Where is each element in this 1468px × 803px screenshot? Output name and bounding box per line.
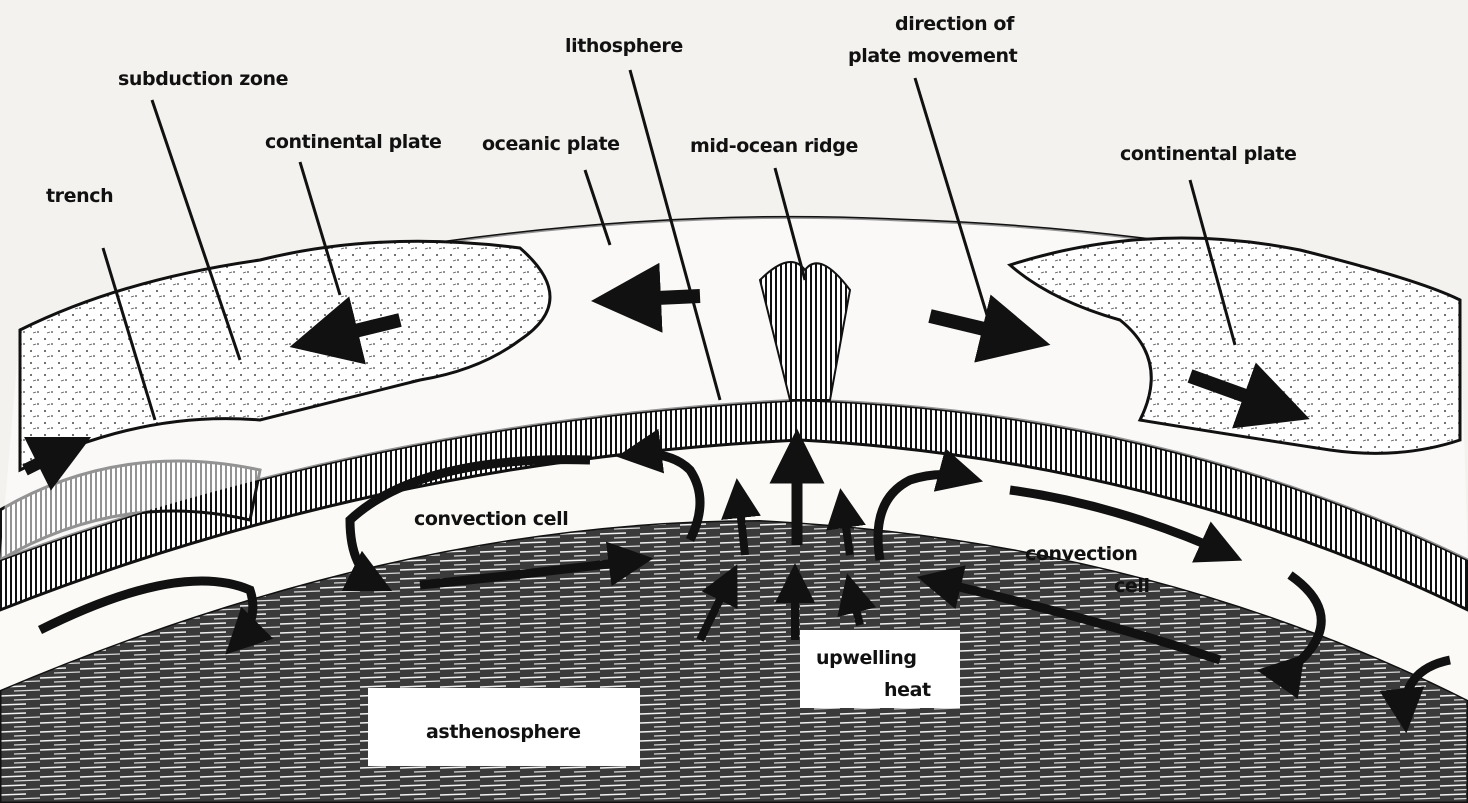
label-convection-cell-left: convection cell <box>414 508 568 530</box>
label-asthenosphere: asthenosphere <box>426 721 581 743</box>
upwelling-label-box <box>800 630 960 708</box>
label-direction-line2: plate movement <box>848 45 1018 67</box>
label-direction-line1: direction of <box>895 13 1015 35</box>
label-continental-plate-left: continental plate <box>265 131 442 153</box>
label-upwelling-line2: heat <box>884 679 931 701</box>
plate-arrow-oceanic-left <box>612 296 700 300</box>
label-oceanic-plate: oceanic plate <box>482 133 620 155</box>
label-mid-ocean-ridge: mid-ocean ridge <box>690 135 858 157</box>
label-subduction-zone: subduction zone <box>118 68 288 90</box>
label-trench: trench <box>46 185 113 207</box>
label-upwelling-line1: upwelling <box>816 647 917 669</box>
label-lithosphere: lithosphere <box>565 35 683 57</box>
label-continental-plate-right: continental plate <box>1120 143 1297 165</box>
label-convection-cell-right-line1: convection <box>1025 543 1138 565</box>
label-convection-cell-right-line2: cell <box>1114 575 1150 597</box>
